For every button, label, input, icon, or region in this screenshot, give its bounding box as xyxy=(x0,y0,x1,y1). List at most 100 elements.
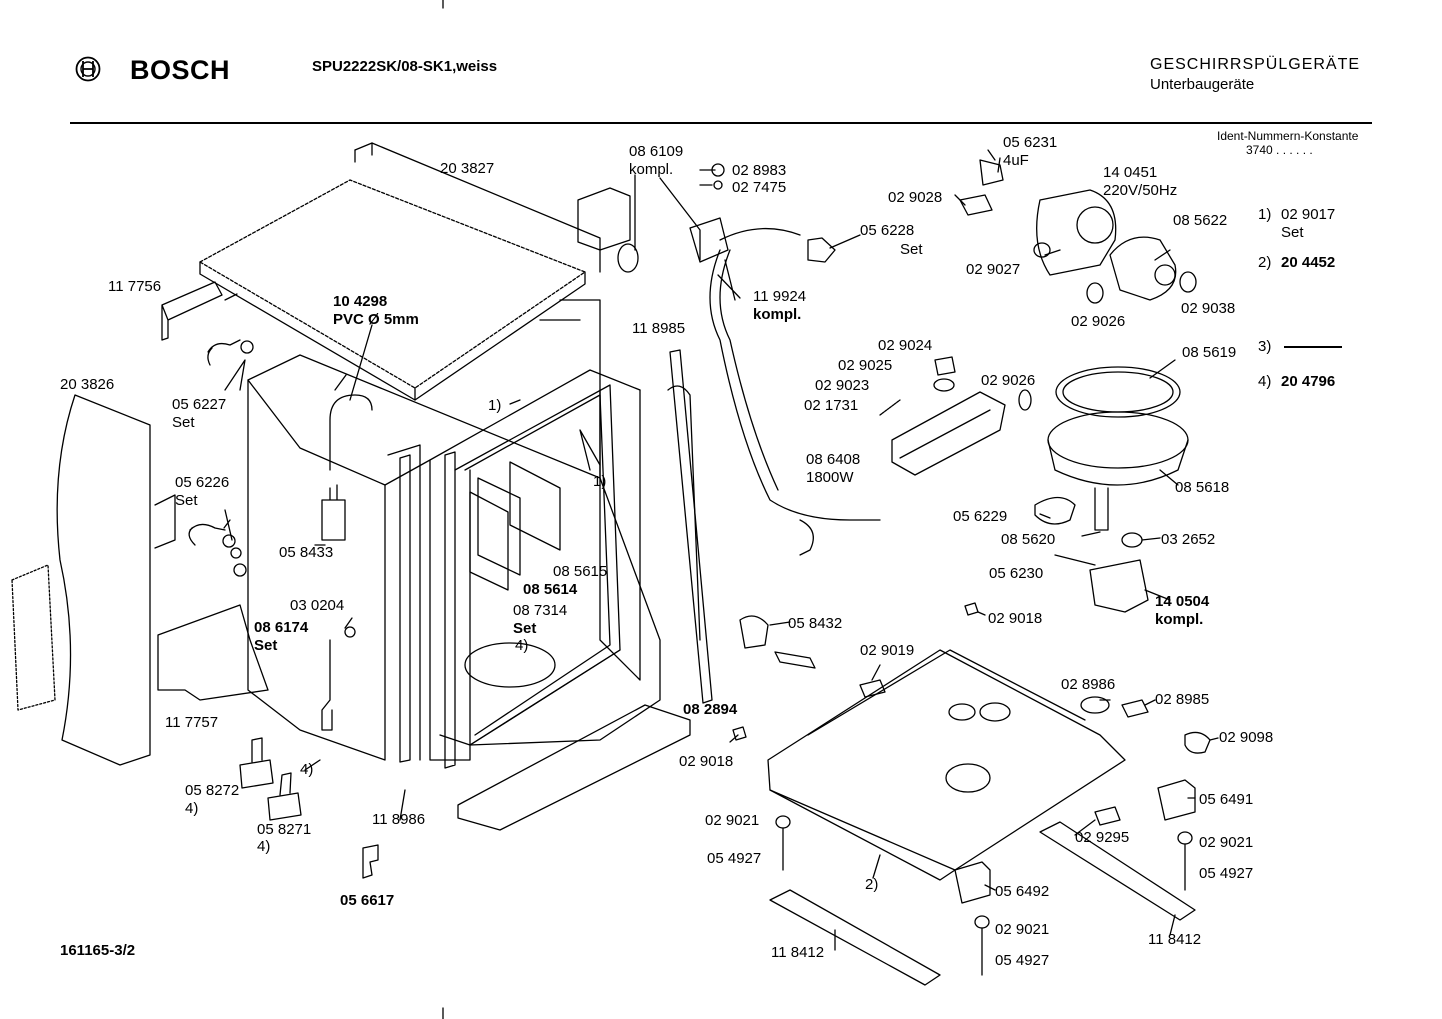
part-028985 xyxy=(1121,699,1149,718)
label-203827: 20 3827 xyxy=(440,160,495,177)
part-029295 xyxy=(1094,806,1121,826)
label-056226: 05 6226 xyxy=(175,474,230,491)
spring-021731 xyxy=(879,399,901,416)
capacitor-056231 xyxy=(979,149,1004,186)
foot-029021c xyxy=(974,915,990,976)
grommet-029027 xyxy=(1033,242,1051,258)
label-058271: 05 8271 xyxy=(257,821,312,838)
drain-pump-140504 xyxy=(1054,554,1149,613)
footnote-1-key: 1) xyxy=(1258,206,1272,223)
label-029023: 02 9023 xyxy=(815,377,870,394)
label-056226-set: Set xyxy=(175,492,198,509)
label-volt: 220V/50Hz xyxy=(1103,182,1178,199)
footnote-4-key: 4) xyxy=(1258,373,1272,390)
hose-056229 xyxy=(1034,496,1076,525)
label-029038: 02 9038 xyxy=(1181,300,1236,317)
label-054927c: 05 4927 xyxy=(995,952,1050,969)
filter-085615 xyxy=(509,461,561,551)
label-086109: 08 6109 xyxy=(629,143,684,160)
seal-029026b xyxy=(1018,389,1032,411)
label-056227-set: Set xyxy=(172,414,195,431)
bracket-117756 xyxy=(161,281,223,341)
label-058433: 05 8433 xyxy=(279,544,334,561)
label-056617: 05 6617 xyxy=(340,892,395,909)
label-140504: 14 0504 xyxy=(1155,593,1210,610)
header-rule xyxy=(70,122,1372,124)
bracket-117757 xyxy=(157,604,269,701)
strip-118985 xyxy=(669,349,713,704)
label-085615: 08 5615 xyxy=(553,563,608,580)
label-119924-kompl: kompl. xyxy=(753,306,802,323)
label-140504-kompl: kompl. xyxy=(1155,611,1204,628)
strip-118986 xyxy=(399,454,411,763)
clip-029028 xyxy=(959,194,993,216)
rail-118412b xyxy=(1039,821,1196,921)
foot-029021b xyxy=(1177,831,1193,891)
label-203826: 20 3826 xyxy=(60,376,115,393)
sump-085619 xyxy=(1055,366,1181,418)
ident-value: 3740 . . . . . . xyxy=(1246,143,1313,157)
rail-118412a xyxy=(769,889,941,986)
label-uf: 4uF xyxy=(1003,152,1029,169)
pressure-switch-058271 xyxy=(267,772,302,821)
label-086174: 08 6174 xyxy=(254,619,309,636)
pvc-tube xyxy=(329,394,373,471)
label-032652: 03 2652 xyxy=(1161,531,1216,548)
footnote-3-dash xyxy=(1284,346,1342,348)
label-056228-set: Set xyxy=(900,241,923,258)
label-058272: 05 8272 xyxy=(185,782,240,799)
label-118412b: 11 8412 xyxy=(1148,931,1202,948)
label-056230: 05 6230 xyxy=(989,565,1044,582)
pump-085622 xyxy=(1109,236,1177,301)
label-029026b: 02 9026 xyxy=(981,372,1036,389)
filter-085614 xyxy=(477,477,521,576)
connector-056228 xyxy=(807,237,836,263)
plinth xyxy=(457,704,691,831)
footnote-1-extra: Set xyxy=(1281,224,1304,241)
filter-087314 xyxy=(469,491,509,591)
label-029018b: 02 9018 xyxy=(679,753,734,770)
label-082894: 08 2894 xyxy=(683,701,738,718)
bracket-056492 xyxy=(954,861,991,904)
seal-032652 xyxy=(1121,532,1143,548)
seal-029026a xyxy=(1086,282,1104,304)
ident-title: Ident-Nummern-Konstante xyxy=(1217,129,1359,143)
label-056229: 05 6229 xyxy=(953,508,1008,525)
subcategory-title: Unterbaugeräte xyxy=(1150,76,1255,93)
label-027475: 02 7475 xyxy=(732,179,787,196)
label-056228: 05 6228 xyxy=(860,222,915,239)
drawing-number: 161165-3/2 xyxy=(60,942,136,959)
label-086408: 08 6408 xyxy=(806,451,861,468)
footnote-2-key: 2) xyxy=(1258,254,1272,271)
bosch-logo-icon xyxy=(75,56,101,87)
label-085619: 08 5619 xyxy=(1182,344,1237,361)
category-title: GESCHIRRSPÜLGERÄTE xyxy=(1150,56,1361,73)
clip-056617 xyxy=(362,844,379,879)
label-056231: 05 6231 xyxy=(1003,134,1058,151)
label-030204: 03 0204 xyxy=(290,597,345,614)
label-base-note: 2) xyxy=(865,876,879,893)
label-058272-note: 4) xyxy=(185,800,199,817)
part-028986 xyxy=(1080,696,1110,714)
label-029026a: 02 9026 xyxy=(1071,313,1126,330)
base-tray xyxy=(767,649,1126,881)
label-029295: 02 9295 xyxy=(1075,829,1130,846)
label-104298: 10 4298 xyxy=(333,293,388,310)
label-029025: 02 9025 xyxy=(838,357,893,374)
label-118412a: 11 8412 xyxy=(771,944,825,961)
label-029021a: 02 9021 xyxy=(705,812,760,829)
label-029019: 02 9019 xyxy=(860,642,915,659)
label-056227: 05 6227 xyxy=(172,396,227,413)
label-140451: 14 0451 xyxy=(1103,164,1158,181)
label-058432: 05 8432 xyxy=(788,615,843,632)
label-087314-note: 4) xyxy=(515,637,529,654)
footnote-3-key: 3) xyxy=(1258,338,1272,355)
label-054927b: 05 4927 xyxy=(1199,865,1254,882)
label-028983: 02 8983 xyxy=(732,162,787,179)
label-086174-set: Set xyxy=(254,637,278,654)
seal-029038 xyxy=(1179,271,1197,293)
label-029021c: 02 9021 xyxy=(995,921,1050,938)
heater-086408 xyxy=(891,391,1006,476)
tub-body xyxy=(247,299,661,761)
label-119924: 11 9924 xyxy=(753,288,807,305)
